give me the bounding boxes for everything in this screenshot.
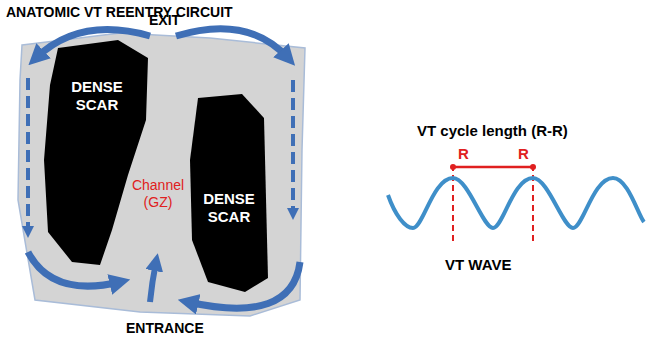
scar-shape <box>42 38 152 268</box>
dense-scar: DENSE SCAR <box>42 38 152 268</box>
channel-label: Channel (GZ) <box>123 177 193 211</box>
rr-dot <box>450 164 456 170</box>
dense-scar: DENSE SCAR <box>186 90 272 296</box>
node-text: Channel (GZ) <box>123 177 193 211</box>
entrance-label: ENTRANCE <box>126 320 204 336</box>
circuit-arrow <box>150 262 156 302</box>
axis-caption: VT cycle length (R-R) <box>417 122 568 139</box>
exit-label: EXIT <box>149 12 180 28</box>
diagram-title: ANATOMIC VT REENTRY CIRCUIT <box>6 4 233 20</box>
r-wave-label: R <box>458 145 469 162</box>
rr-dot <box>530 164 536 170</box>
dashed-arrow <box>26 78 30 232</box>
rr-interval <box>453 166 533 169</box>
node-text: DENSE SCAR <box>193 190 265 226</box>
wave-label: VT WAVE <box>445 256 511 273</box>
r-wave-label: R <box>518 145 529 162</box>
node-text: DENSE SCAR <box>61 78 133 114</box>
dashed-arrow <box>291 80 295 214</box>
grey-zone <box>18 33 305 316</box>
circuit-arrow <box>176 29 288 58</box>
vt-wave <box>388 178 644 228</box>
